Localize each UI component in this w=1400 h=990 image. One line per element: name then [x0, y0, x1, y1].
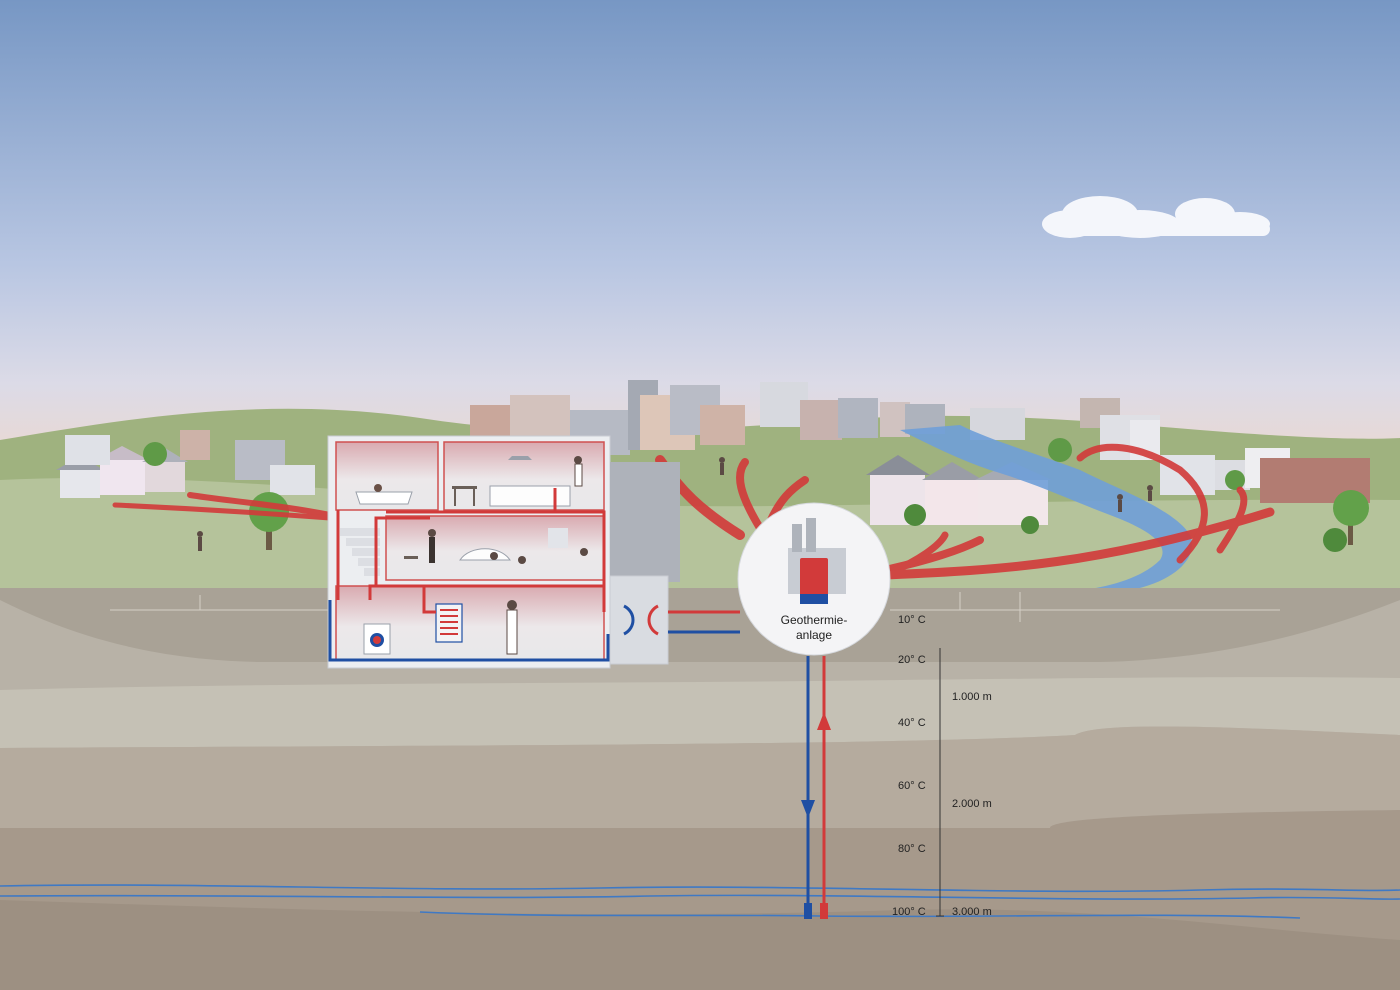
river [900, 425, 1192, 592]
radiator-icon [435, 603, 463, 643]
plant-label-line2: anlage [796, 628, 832, 642]
depth-label-1000: 1.000 m [952, 691, 992, 703]
temp-label-80: 80° C [898, 843, 926, 855]
cold-flow-arrow [801, 800, 815, 818]
temp-label-60: 60° C [898, 780, 926, 792]
rock-layer-1 [0, 677, 1400, 748]
temp-label-20: 20° C [898, 654, 926, 666]
person-icon [197, 457, 1153, 551]
house-cross-section [327, 435, 740, 669]
depth-scale [936, 648, 944, 917]
depth-label-3000: 3.000 m [952, 906, 992, 918]
temp-label-100: 100° C [892, 906, 926, 918]
temp-label-10: 10° C [898, 614, 926, 626]
borehole-pipes [801, 656, 831, 919]
temp-label-40: 40° C [898, 717, 926, 729]
power-plant-icon [788, 518, 846, 604]
rock-layer-4 [0, 900, 1400, 990]
grid-lines [110, 592, 1280, 622]
geothermal-plant: Geothermie- anlage [737, 502, 891, 656]
plant-label-line1: Geothermie- [781, 613, 848, 627]
washing-machine-icon [363, 623, 391, 655]
ground-top-layer [0, 588, 1400, 662]
heat-exchanger-icon [623, 604, 659, 636]
rock-layer-2 [0, 726, 1400, 828]
house-icon [866, 420, 1370, 525]
depth-label-2000: 2.000 m [952, 798, 992, 810]
bathtub-icon [355, 484, 413, 505]
cloud-icon [1042, 196, 1270, 238]
hot-flow-arrow [817, 712, 831, 730]
